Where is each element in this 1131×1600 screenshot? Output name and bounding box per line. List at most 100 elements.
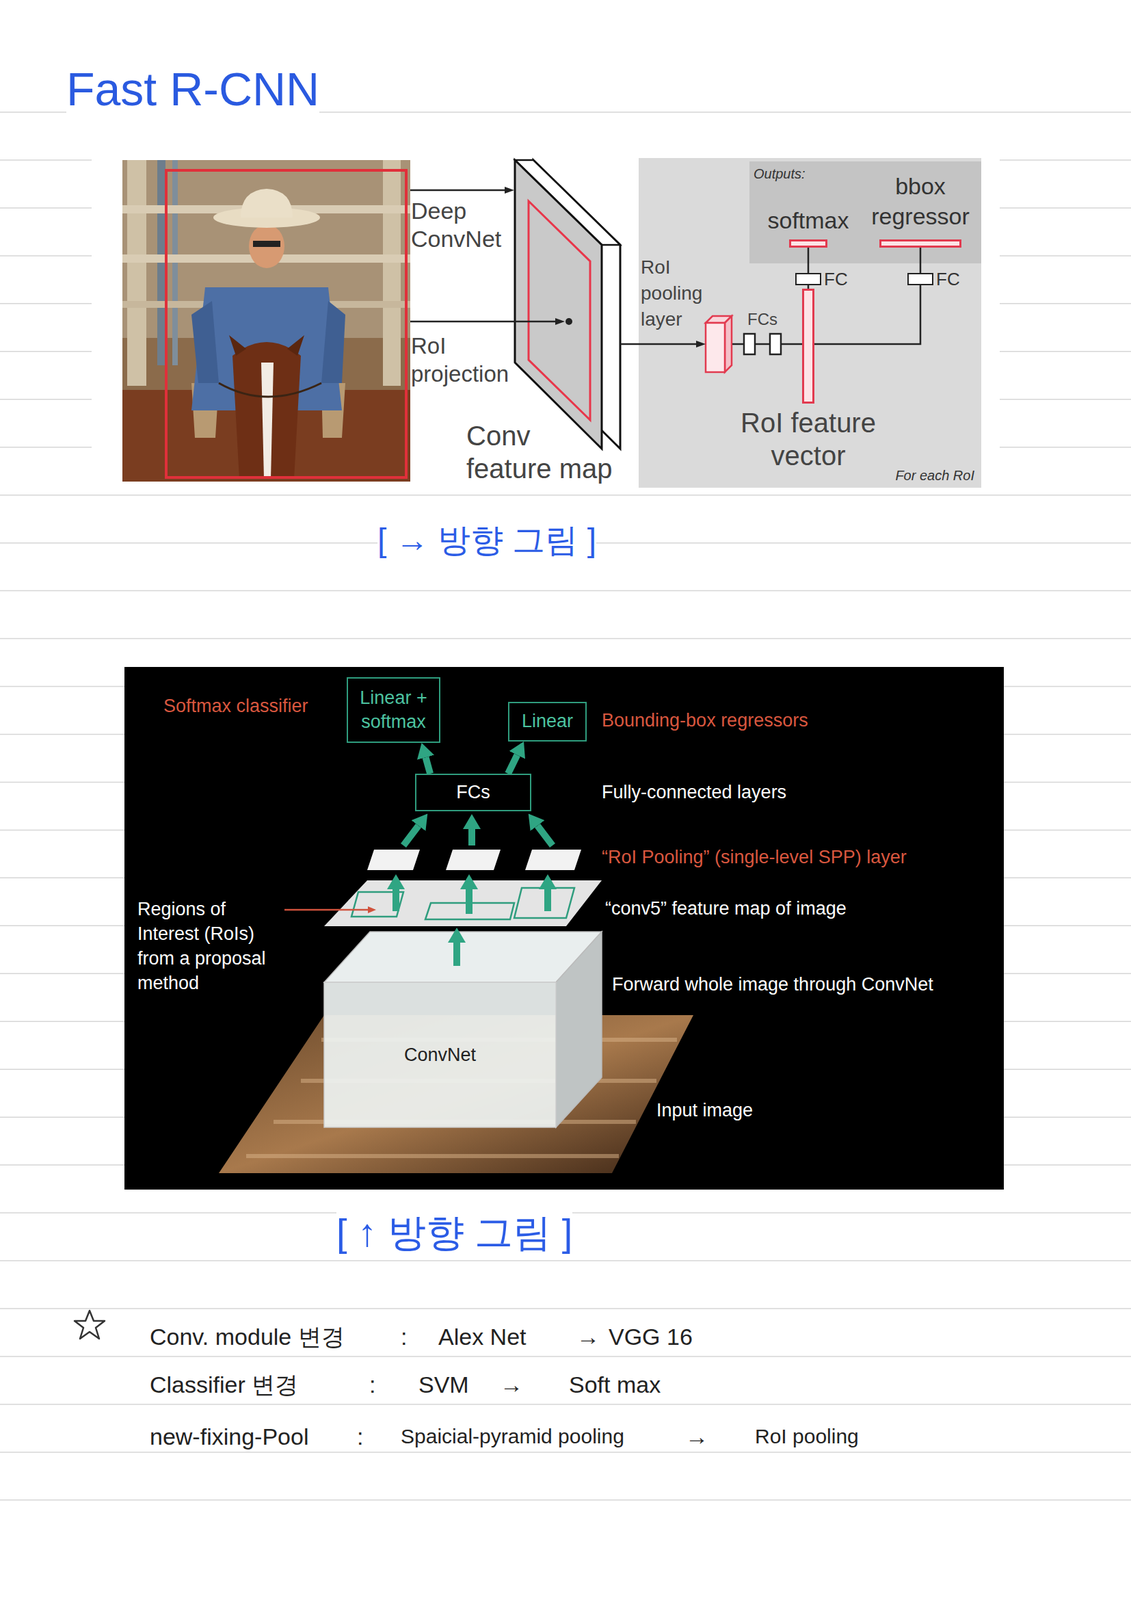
note-star-part <box>74 1310 105 1339</box>
label-holder: : <box>400 1322 407 1350</box>
label-holder: SVM <box>418 1370 470 1398</box>
ruled-line <box>0 1451 1131 1453</box>
output-label: softmax <box>756 205 860 236</box>
side-label: Fully-connected layers <box>601 780 787 804</box>
flow-arrow <box>425 756 431 774</box>
label-holder: “conv5” feature map of image <box>605 896 847 920</box>
layer-label: FCs <box>747 309 778 330</box>
figure-ground <box>124 666 1004 1190</box>
ruled-line <box>0 590 1131 592</box>
side-label: Softmax classifier <box>163 694 309 718</box>
panel-note: Outputs: <box>753 165 806 182</box>
label-holder: Conv. module 변경 <box>149 1322 345 1350</box>
convnet-arrow <box>410 189 505 192</box>
cube-shape-part <box>555 931 602 1127</box>
pooled-feature <box>525 849 582 870</box>
label-holder: [ ↑ 방향 그림 ] <box>336 1208 573 1257</box>
flow-arrow <box>453 942 461 966</box>
label-holder: → <box>685 1422 709 1450</box>
layer-box: Linear <box>508 701 587 742</box>
label-holder: Bounding-box regressors <box>601 708 809 732</box>
conv5-feature-map <box>324 880 602 926</box>
note-text: SVM <box>418 1370 470 1398</box>
photo-illustration-part <box>127 160 147 386</box>
feature-map-slab-part <box>528 201 591 420</box>
panel-note: For each RoI <box>895 467 975 484</box>
ruled-line <box>0 1498 1131 1501</box>
fc-pair <box>743 333 782 355</box>
arrow-label: RoI projection <box>410 331 514 388</box>
fc-pair-part <box>743 333 755 355</box>
cube-shape-part <box>324 931 602 982</box>
label-holder: Alex Net <box>438 1322 527 1350</box>
side-label: “conv5” feature map of image <box>605 896 847 920</box>
flow-arrow <box>403 825 419 846</box>
projection-dot <box>565 317 573 325</box>
pooling-cuboid <box>705 315 733 372</box>
layer-label: FC <box>823 268 848 290</box>
flow-arrow <box>468 828 476 846</box>
layer-box: FCs <box>415 773 532 811</box>
label-holder: Forward whole image through ConvNet <box>611 972 934 996</box>
outputs-panel: Outputs: softmaxbbox regressor <box>749 161 982 264</box>
label-holder: new-fixing-Pool <box>149 1422 309 1450</box>
label-holder: RoI pooling <box>754 1423 859 1449</box>
ruled-line <box>0 1307 1131 1309</box>
output-layer: softmax <box>756 205 860 248</box>
figure-caption: [ ↑ 방향 그림 ] <box>336 1208 573 1257</box>
label-holder: Classifier 변경 <box>149 1370 299 1398</box>
ruled-line <box>0 1403 1131 1405</box>
connector-line <box>732 343 744 346</box>
side-label: Input image <box>656 1098 753 1122</box>
title-holder: Fast R-CNN <box>66 61 320 117</box>
photo-illustration <box>122 160 411 482</box>
label-holder: Input image <box>656 1098 753 1122</box>
photo-illustration-part <box>382 160 401 386</box>
note-text: : <box>400 1322 407 1350</box>
label-holder: Fully-connected layers <box>601 780 787 804</box>
connector-line <box>919 247 922 273</box>
feature-map-slab-part <box>514 160 602 449</box>
bounding-box <box>166 170 407 478</box>
flow-arrow <box>544 888 552 911</box>
arrow-label: Deep ConvNet <box>410 196 514 254</box>
note-text: → <box>576 1322 600 1350</box>
box-label: Linear <box>521 709 574 734</box>
fc-layers: FCs <box>741 309 783 355</box>
roi-region <box>514 887 575 918</box>
note-text: Conv. module 변경 <box>149 1322 345 1350</box>
label-holder: Deep ConvNet <box>410 196 514 254</box>
pooling-cuboid-part <box>705 322 725 372</box>
label-holder: : <box>369 1370 376 1398</box>
output-layer: bbox regressor <box>862 170 979 248</box>
note-text: : <box>369 1370 376 1398</box>
cube-shape <box>324 931 602 1127</box>
connector-line <box>781 343 803 346</box>
flow-arrow <box>465 888 473 914</box>
photo-illustration-part <box>321 300 346 383</box>
note-text: Soft max <box>568 1370 661 1398</box>
fc-box <box>795 272 822 286</box>
note-text: new-fixing-Pool <box>149 1422 309 1450</box>
box-label: Linear + softmax <box>354 685 433 734</box>
side-label: Forward whole image through ConvNet <box>611 972 934 996</box>
flow-arrow <box>392 888 400 911</box>
side-label: Regions of Interest (RoIs) from a propos… <box>137 896 285 995</box>
connector-line <box>807 247 810 273</box>
roi-pooling-layer: RoI pooling layer <box>640 254 734 375</box>
vector-label: RoI feature vector <box>726 406 891 472</box>
note-text: Spaicial-pyramid pooling <box>400 1423 625 1449</box>
pooled-feature <box>367 849 420 870</box>
figure-ground <box>91 155 1000 495</box>
ruled-line <box>0 494 1131 496</box>
fc-layer: FC <box>907 268 961 290</box>
pooling-cuboid-part <box>724 315 732 372</box>
photo-illustration-part <box>229 335 247 356</box>
connector-line <box>807 285 810 289</box>
note-star <box>74 1310 105 1339</box>
fc-layer: FC <box>795 268 848 290</box>
label-holder: → <box>576 1322 600 1350</box>
page-title: Fast R-CNN <box>66 61 320 117</box>
label-holder: : <box>356 1422 364 1450</box>
feature-map-label: Conv feature map <box>466 419 621 485</box>
